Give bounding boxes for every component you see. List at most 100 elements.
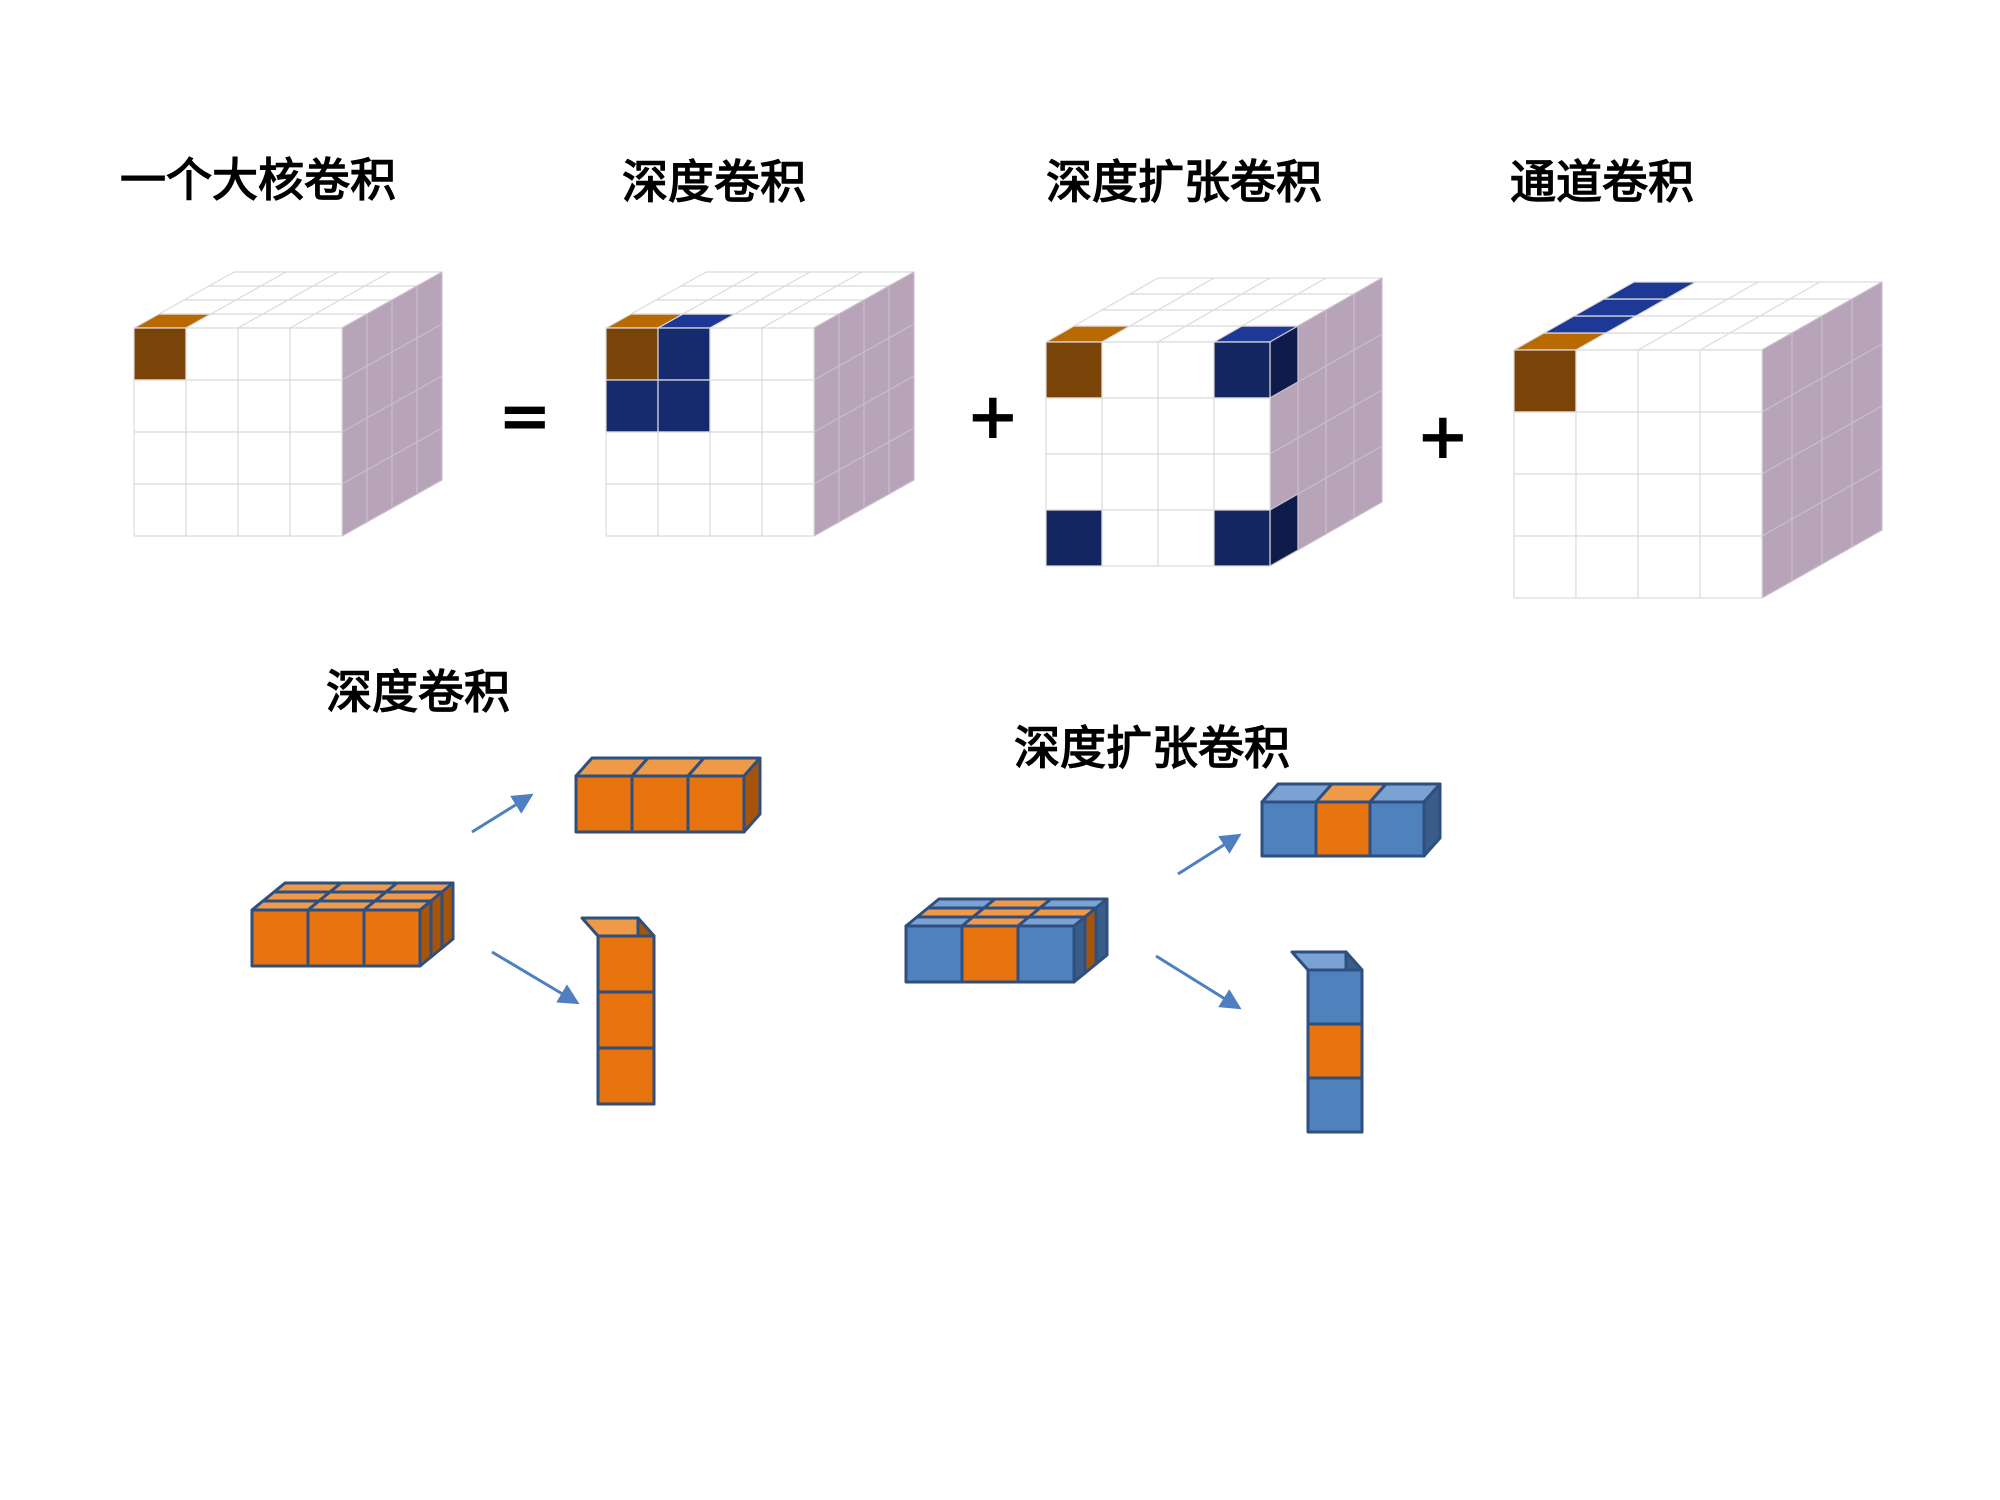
cube-depth-conv [605,271,915,537]
block-front-cell [574,774,634,834]
front-cell [1637,535,1701,599]
block-front-cell [1306,1022,1364,1080]
front-cell [289,327,343,381]
block-dilated-row [1260,782,1442,858]
front-cell [1157,453,1215,511]
front-cell [1157,509,1215,567]
front-cell [657,431,711,485]
front-cell [1699,473,1763,537]
front-cell [133,431,187,485]
front-cell [1575,473,1639,537]
front-cell [1637,411,1701,475]
cube-large-kernel [133,271,443,537]
front-cell [1637,473,1701,537]
cube-dilated-depth-conv [1045,277,1383,567]
front-cell [605,379,659,433]
front-cell [761,483,815,537]
front-cell [237,379,291,433]
plus-sign-2: + [1416,400,1470,474]
front-cell [1213,397,1271,455]
front-cell [1213,341,1271,399]
front-cell [605,431,659,485]
block-front-cell [630,774,690,834]
title-large-kernel-conv: 一个大核卷积 [120,153,396,207]
block-front-cell [596,934,656,994]
front-cell [1045,341,1103,399]
block-front-cell [362,908,422,968]
front-cell [605,483,659,537]
block-front-cell [596,990,656,1050]
front-cell [657,483,711,537]
front-cell [133,327,187,381]
block-depth-column [580,916,656,1106]
plus-sign-1: + [966,380,1020,454]
bottom-row-blocks [250,756,1442,1134]
front-cell [1045,509,1103,567]
front-cell [185,327,239,381]
block-front-cell [306,908,366,968]
block-depth-slab [250,881,455,968]
front-cell [1045,453,1103,511]
block-front-cell [1306,968,1364,1026]
front-cell [1101,341,1159,399]
front-cell [709,483,763,537]
block-front-cell [904,924,964,984]
front-cell [605,327,659,381]
front-cell [237,327,291,381]
front-cell [185,379,239,433]
front-cell [1575,349,1639,413]
front-cell [1513,411,1577,475]
front-cell [1513,535,1577,599]
front-cell [1157,341,1215,399]
front-cell [1101,509,1159,567]
arrow-depth-to-row [471,793,534,834]
title-channel-conv: 通道卷积 [1510,155,1694,209]
front-cell [1213,509,1271,567]
block-front-cell [250,908,310,968]
arrow-dilated-to-row [1177,833,1242,876]
side-cell [416,427,443,495]
bottom-title-depth-conv: 深度卷积 [326,665,510,719]
front-cell [709,431,763,485]
block-dilated-column [1290,950,1364,1134]
block-front-cell [1314,800,1372,858]
block-side-cell [418,899,433,968]
block-dilated-slab [904,897,1109,984]
block-side-cell [440,881,455,950]
front-cell [185,483,239,537]
cube-channel-conv [1513,281,1883,599]
block-front-cell [1368,800,1426,858]
block-front-cell [596,1046,656,1106]
block-front-cell [1016,924,1076,984]
front-cell [657,379,711,433]
arrow-depth-to-column [491,950,580,1005]
block-side-cell [429,890,444,959]
front-cell [657,327,711,381]
front-cell [1213,453,1271,511]
front-cell [1637,349,1701,413]
front-cell [761,431,815,485]
front-cell [1101,397,1159,455]
front-cell [1575,535,1639,599]
front-cell [237,483,291,537]
front-cell [133,379,187,433]
front-cell [289,431,343,485]
side-cell [1851,467,1883,548]
block-side-cell [1083,906,1098,975]
front-cell [761,327,815,381]
front-cell [709,379,763,433]
front-cell [761,379,815,433]
block-side-cell [1072,915,1087,984]
front-cell [1045,397,1103,455]
block-front-cell [1260,800,1318,858]
side-cell [1353,445,1383,519]
front-cell [1101,453,1159,511]
front-cell [1513,349,1577,413]
equals-sign: = [498,380,552,454]
front-cell [289,379,343,433]
top-row-cubes [133,271,1883,599]
block-front-cell [1306,1076,1364,1134]
arrow-dilated-to-column [1155,954,1242,1010]
front-cell [709,327,763,381]
